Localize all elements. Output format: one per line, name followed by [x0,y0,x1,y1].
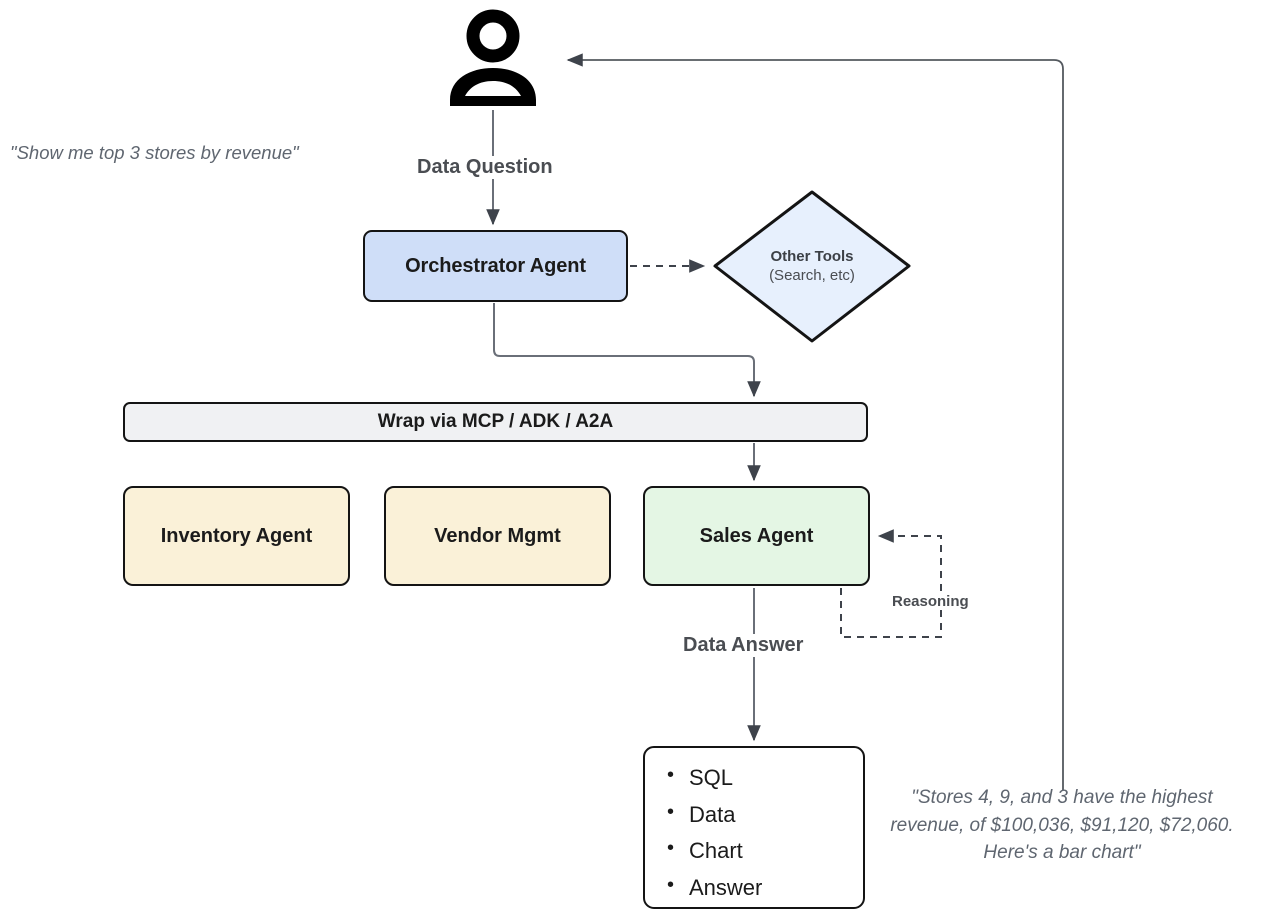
node-sales-agent[interactable]: Sales Agent [643,486,870,586]
output-artifact-list: SQL Data Chart Answer [667,763,863,902]
list-item: Answer [667,873,863,902]
annotation-user-question: "Show me top 3 stores by revenue" [10,142,299,163]
other-tools-subtitle: (Search, etc) [769,267,855,284]
list-item: SQL [667,763,863,792]
other-tools-title: Other Tools [770,248,854,266]
edge-label-reasoning: Reasoning [888,593,973,610]
list-item: Chart [667,836,863,865]
edge-label-data-question: Data Question [412,156,558,179]
user-icon [450,9,536,106]
node-vendor-mgmt[interactable]: Vendor Mgmt [384,486,611,586]
annotation-final-answer: "Stores 4, 9, and 3 have the highest rev… [890,787,1234,864]
node-other-tools[interactable]: Other Tools (Search, etc) [712,190,912,344]
node-output-artifacts[interactable]: SQL Data Chart Answer [643,746,865,909]
node-inventory-agent[interactable]: Inventory Agent [123,486,350,586]
edge-label-data-answer: Data Answer [678,634,809,657]
other-tools-label-group: Other Tools (Search, etc) [712,190,912,344]
node-wrap-via-mcp-adk-a2a[interactable]: Wrap via MCP / ADK / A2A [123,402,868,442]
list-item: Data [667,800,863,829]
node-orchestrator-agent[interactable]: Orchestrator Agent [363,230,628,302]
